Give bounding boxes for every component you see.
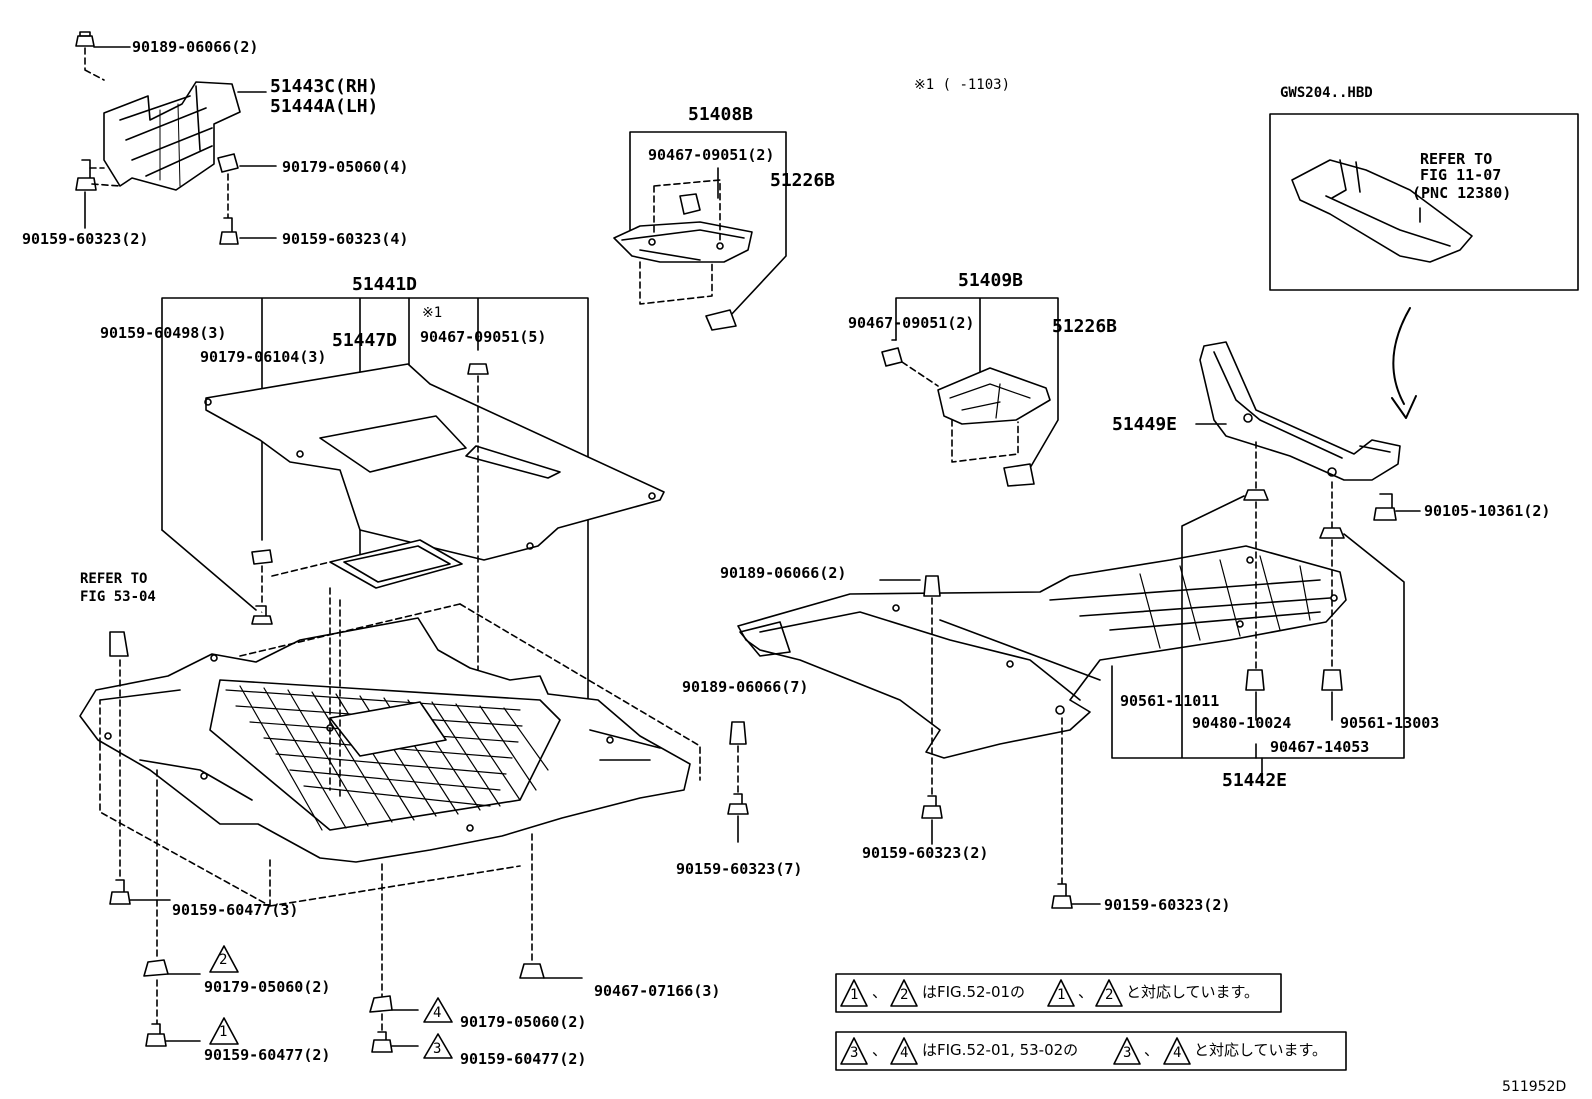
part-51409b[interactable]: 51409B bbox=[958, 270, 1024, 291]
part-51226b-upper[interactable]: 51226B bbox=[770, 170, 836, 191]
fastener-90561-11011[interactable]: 90561-11011 bbox=[1120, 692, 1220, 710]
condition-note: ※1 ( -1103) bbox=[914, 77, 1011, 93]
part-51444a[interactable]: 51444A(LH) bbox=[270, 96, 379, 117]
fastener-90467-09051-2b[interactable]: 90467-09051(2) bbox=[848, 314, 975, 332]
triangle-2-mark: 2 bbox=[219, 952, 228, 968]
part-51441d[interactable]: 51441D bbox=[352, 274, 418, 295]
variant-label: GWS204..HBD bbox=[1280, 85, 1373, 101]
inset-refer-1: REFER TO bbox=[1420, 150, 1493, 168]
note2-tri-3: 3 bbox=[1123, 1045, 1132, 1061]
note2-sep-1: 、 bbox=[872, 1041, 888, 1059]
note1-tri-2: 2 bbox=[900, 987, 909, 1003]
note1-sep-2: 、 bbox=[1078, 983, 1094, 1001]
side-bracket-drawing bbox=[103, 81, 241, 191]
note1-tri-3: 1 bbox=[1057, 987, 1066, 1003]
fastener-90189-06066-7[interactable]: 90189-06066(7) bbox=[682, 678, 809, 696]
note2-sep-2: 、 bbox=[1144, 1041, 1160, 1059]
part-51442e[interactable]: 51442E bbox=[1222, 770, 1288, 791]
cover-51409b-drawing bbox=[937, 367, 1051, 425]
fastener-90159-60498[interactable]: 90159-60498(3) bbox=[100, 324, 227, 342]
triangle-1-mark: 1 bbox=[219, 1024, 228, 1040]
note2-text-b: と対応しています。 bbox=[1194, 1041, 1328, 1059]
fastener-90179-06104[interactable]: 90179-06104(3) bbox=[200, 348, 327, 366]
inset-crossmember-drawing bbox=[1291, 159, 1473, 263]
fastener-90467-07166[interactable]: 90467-07166(3) bbox=[594, 982, 721, 1000]
note1-tri-4: 2 bbox=[1105, 987, 1114, 1003]
note2-tri-4: 4 bbox=[1173, 1045, 1182, 1061]
inset-refer-3: (PNC 12380) bbox=[1412, 184, 1512, 202]
cover-51408b-drawing bbox=[613, 221, 753, 263]
under-cover-left-drawing bbox=[79, 617, 691, 863]
fastener-90480-10024[interactable]: 90480-10024 bbox=[1192, 714, 1292, 732]
fastener-90159-60323-2-mid[interactable]: 90159-60323(2) bbox=[862, 844, 989, 862]
fastener-90179-05060-2a[interactable]: 90179-05060(2) bbox=[204, 978, 331, 996]
part-51449e[interactable]: 51449E bbox=[1112, 414, 1178, 435]
note1-text-a: はFIG.52-01の bbox=[922, 983, 1026, 1001]
fastener-90179-05060-2b[interactable]: 90179-05060(2) bbox=[460, 1013, 587, 1031]
fastener-90159-60323-2-low[interactable]: 90159-60323(2) bbox=[1104, 896, 1231, 914]
refer-53-2: FIG 53-04 bbox=[80, 589, 156, 605]
inset-refer-2: FIG 11-07 bbox=[1420, 166, 1502, 184]
fastener-90467-09051-2a[interactable]: 90467-09051(2) bbox=[648, 146, 775, 164]
note1-tri-1: 1 bbox=[850, 987, 859, 1003]
crossmember-51449e-drawing bbox=[1199, 341, 1401, 481]
clip-icon bbox=[75, 31, 95, 47]
diagram-code: 511952D bbox=[1502, 1079, 1567, 1095]
note2-tri-1: 3 bbox=[850, 1045, 859, 1061]
fastener-90467-09051-5[interactable]: 90467-09051(5) bbox=[420, 328, 547, 346]
note2-text-a: はFIG.52-01, 53-02の bbox=[922, 1041, 1079, 1059]
triangle-4-mark: 4 bbox=[433, 1005, 442, 1021]
fastener-90159-60323-2-left[interactable]: 90159-60323(2) bbox=[22, 230, 149, 248]
note2-tri-2: 4 bbox=[900, 1045, 909, 1061]
fastener-90179-05060-4[interactable]: 90179-05060(4) bbox=[282, 158, 409, 176]
refer-53-1: REFER TO bbox=[80, 571, 148, 587]
seal-drawing bbox=[204, 363, 665, 561]
fastener-90159-60323-7[interactable]: 90159-60323(7) bbox=[676, 860, 803, 878]
part-51447d[interactable]: 51447D bbox=[332, 330, 398, 351]
note1-sep-1: 、 bbox=[872, 983, 888, 1001]
fastener-90467-14053[interactable]: 90467-14053 bbox=[1270, 738, 1370, 756]
fastener-90159-60477-3[interactable]: 90159-60477(3) bbox=[172, 901, 299, 919]
fastener-90189-06066-2-right[interactable]: 90189-06066(2) bbox=[720, 564, 847, 582]
fastener-90561-13003[interactable]: 90561-13003 bbox=[1340, 714, 1440, 732]
note1-text-b: と対応しています。 bbox=[1126, 983, 1260, 1001]
note-box-2 bbox=[835, 1031, 1347, 1071]
under-cover-right-drawing bbox=[737, 545, 1347, 759]
triangle-3-mark: 3 bbox=[433, 1041, 442, 1057]
fastener-90159-60477-2a[interactable]: 90159-60477(2) bbox=[204, 1046, 331, 1064]
part-51443c[interactable]: 51443C(RH) bbox=[270, 76, 379, 97]
fastener-90159-60323-4[interactable]: 90159-60323(4) bbox=[282, 230, 409, 248]
fastener-90189-06066-top[interactable]: 90189-06066(2) bbox=[132, 38, 259, 56]
asterisk-note: ※1 bbox=[422, 305, 443, 321]
part-51408b[interactable]: 51408B bbox=[688, 104, 754, 125]
fastener-90159-60477-2b[interactable]: 90159-60477(2) bbox=[460, 1050, 587, 1068]
fastener-90105-10361[interactable]: 90105-10361(2) bbox=[1424, 502, 1551, 520]
part-51226b-lower[interactable]: 51226B bbox=[1052, 316, 1118, 337]
